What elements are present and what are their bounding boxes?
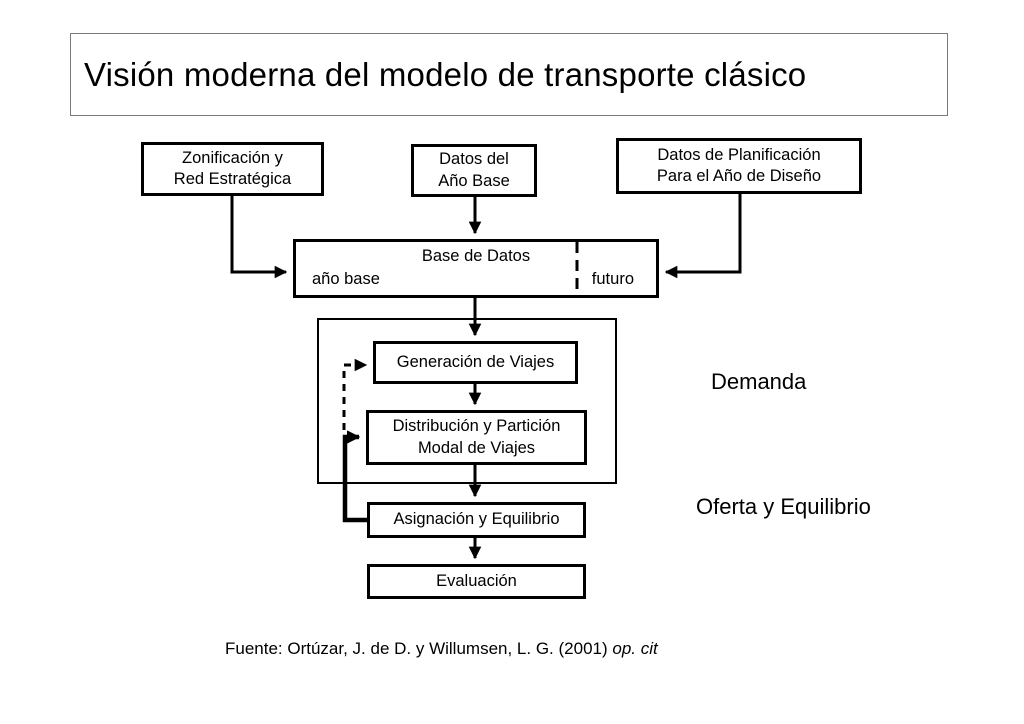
- box-zonificacion: Zonificación y Red Estratégica: [141, 142, 324, 196]
- arrow-zonificacion-to-base-datos: [230, 196, 288, 279]
- label-demanda: Demanda: [711, 369, 807, 394]
- base-de-datos-title: Base de Datos: [421, 247, 531, 265]
- box-distribucion-label: Distribución y Partición Modal de Viajes: [392, 417, 561, 457]
- box-datos-planificacion-label: Datos de Planificación Para el Año de Di…: [656, 145, 822, 185]
- box-generacion-label: Generación de Viajes: [396, 352, 555, 371]
- source-text: Fuente: Ortúzar, J. de D. y Willumsen, L…: [225, 639, 613, 658]
- base-de-datos-futuro-label: futuro: [591, 269, 634, 288]
- box-base-de-datos: Base de Datos año base futuro: [293, 239, 659, 298]
- source-cite: op. cit: [612, 639, 658, 658]
- box-asignacion-label: Asignación y Equilibrio: [393, 510, 560, 529]
- demand-group-box: [317, 318, 617, 484]
- slide-title-box: Visión moderna del modelo de transporte …: [70, 33, 948, 116]
- base-de-datos-ano-base-label: año base: [312, 269, 380, 288]
- arrow-datos-planificacion-to-base-datos: [664, 194, 742, 279]
- box-evaluacion: Evaluación: [367, 564, 586, 599]
- box-zonificacion-label: Zonificación y Red Estratégica: [173, 148, 292, 188]
- box-asignacion: Asignación y Equilibrio: [367, 502, 586, 538]
- source-citation: Fuente: Ortúzar, J. de D. y Willumsen, L…: [225, 639, 658, 659]
- box-generacion: Generación de Viajes: [373, 341, 578, 384]
- box-datos-ano-base: Datos del Año Base: [411, 144, 537, 197]
- box-datos-ano-base-label: Datos del Año Base: [438, 150, 510, 190]
- box-distribucion: Distribución y Partición Modal de Viajes: [366, 410, 587, 465]
- box-datos-planificacion: Datos de Planificación Para el Año de Di…: [616, 138, 862, 194]
- box-evaluacion-label: Evaluación: [436, 571, 517, 590]
- label-oferta-equilibrio: Oferta y Equilibrio: [696, 494, 871, 519]
- slide-title: Visión moderna del modelo de transporte …: [84, 55, 807, 93]
